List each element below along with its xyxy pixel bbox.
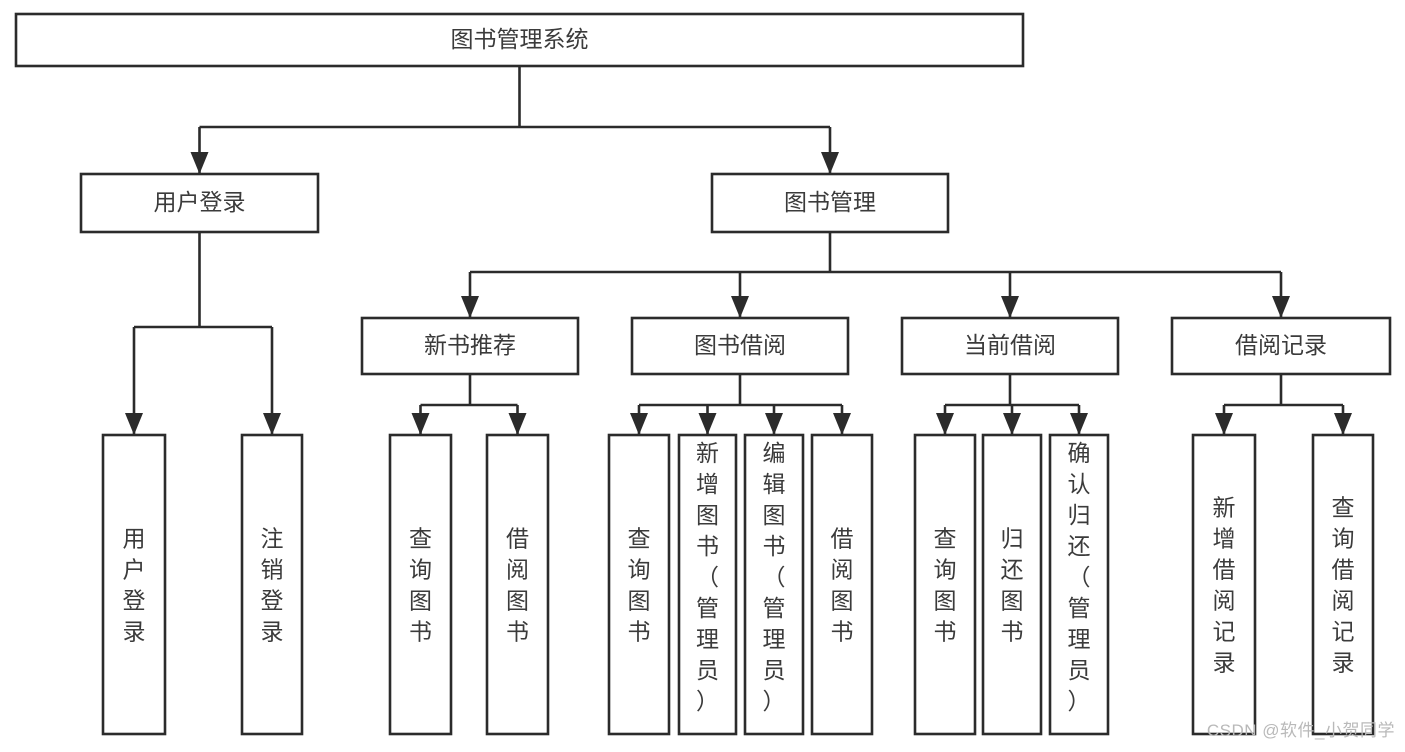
arrow-head-icon xyxy=(411,413,430,435)
node-box xyxy=(900,316,1120,376)
node-label: 编辑图书（管理员） xyxy=(763,440,786,714)
node-box xyxy=(810,433,874,736)
arrow-head-icon xyxy=(1070,413,1088,435)
arrow-head-icon xyxy=(1001,296,1019,318)
node-borrow-record[interactable]: 借阅记录 xyxy=(1170,316,1392,376)
arrow-head-icon xyxy=(1215,413,1233,435)
arrow-head-icon xyxy=(821,152,839,174)
node-root[interactable]: 图书管理系统 xyxy=(14,12,1025,68)
node-label: 归还图书 xyxy=(1001,526,1024,645)
node-box xyxy=(743,433,805,736)
node-new-book-recommend[interactable]: 新书推荐 xyxy=(360,316,580,376)
arrow-head-icon xyxy=(1003,413,1021,435)
node-leaf-add-record[interactable]: 新增借阅记录 xyxy=(1191,433,1257,736)
arrow-head-icon xyxy=(508,413,527,435)
node-leaf-user-login[interactable]: 用户登录 xyxy=(101,433,167,736)
node-layer: 图书管理系统用户登录图书管理新书推荐图书借阅当前借阅借阅记录用户登录注销登录查询… xyxy=(14,12,1392,736)
node-label: 图书管理 xyxy=(784,189,876,215)
node-label: 查询图书 xyxy=(628,526,651,645)
node-book-borrow[interactable]: 图书借阅 xyxy=(630,316,850,376)
node-label: 图书管理系统 xyxy=(451,26,589,52)
node-box xyxy=(607,433,671,736)
node-label: 借阅图书 xyxy=(506,526,529,645)
node-leaf-confirm-return[interactable]: 确认归还（管理员） xyxy=(1048,433,1110,736)
node-leaf-query-book-2[interactable]: 查询图书 xyxy=(607,433,671,736)
arrow-head-icon xyxy=(630,413,648,435)
arrow-head-icon xyxy=(125,413,143,435)
node-box xyxy=(360,316,580,376)
node-box xyxy=(240,433,304,736)
node-label: 查询图书 xyxy=(409,526,432,645)
node-label: 借阅图书 xyxy=(831,526,854,645)
node-label: 新增图书（管理员） xyxy=(696,440,719,714)
node-label: 查询图书 xyxy=(934,526,957,645)
arrow-head-icon xyxy=(263,413,281,435)
node-box xyxy=(710,172,950,234)
node-current-borrow[interactable]: 当前借阅 xyxy=(900,316,1120,376)
node-box xyxy=(101,433,167,736)
node-label: 注销登录 xyxy=(261,526,284,645)
node-box xyxy=(677,433,738,736)
node-leaf-query-book-1[interactable]: 查询图书 xyxy=(388,433,453,736)
arrow-head-icon xyxy=(833,413,851,435)
node-user-login[interactable]: 用户登录 xyxy=(79,172,320,234)
node-box xyxy=(388,433,453,736)
node-box xyxy=(485,433,550,736)
arrow-head-icon xyxy=(936,413,954,435)
node-box xyxy=(1191,433,1257,736)
arrow-head-icon xyxy=(1334,413,1352,435)
arrow-head-icon xyxy=(765,413,783,435)
node-box xyxy=(630,316,850,376)
node-label: 用户登录 xyxy=(154,189,246,215)
node-leaf-add-book[interactable]: 新增图书（管理员） xyxy=(677,433,738,736)
node-leaf-borrow-book-2[interactable]: 借阅图书 xyxy=(810,433,874,736)
node-box xyxy=(1170,316,1392,376)
node-leaf-user-logout[interactable]: 注销登录 xyxy=(240,433,304,736)
node-label: 用户登录 xyxy=(123,526,146,645)
node-box xyxy=(79,172,320,234)
node-label: 新增借阅记录 xyxy=(1213,495,1236,676)
node-label: 确认归还（管理员） xyxy=(1068,440,1091,714)
node-label: 当前借阅 xyxy=(964,332,1056,358)
node-box xyxy=(1311,433,1375,736)
node-label: 图书借阅 xyxy=(694,332,786,358)
node-label: 查询借阅记录 xyxy=(1332,495,1355,676)
node-leaf-borrow-book-1[interactable]: 借阅图书 xyxy=(485,433,550,736)
arrow-head-icon xyxy=(731,296,749,318)
arrow-head-icon xyxy=(461,296,479,318)
edge-layer xyxy=(125,66,1352,435)
node-box xyxy=(1048,433,1110,736)
arrow-head-icon xyxy=(190,152,209,174)
node-book-manage[interactable]: 图书管理 xyxy=(710,172,950,234)
node-box xyxy=(981,433,1043,736)
node-leaf-query-book-3[interactable]: 查询图书 xyxy=(913,433,977,736)
node-leaf-query-record[interactable]: 查询借阅记录 xyxy=(1311,433,1375,736)
node-label: 新书推荐 xyxy=(424,332,516,358)
node-label: 借阅记录 xyxy=(1235,332,1327,358)
watermark-text: CSDN @软件_小贺同学 xyxy=(1206,721,1395,740)
arrow-head-icon xyxy=(1272,296,1290,318)
node-box xyxy=(913,433,977,736)
arrow-head-icon xyxy=(698,413,717,435)
node-leaf-edit-book[interactable]: 编辑图书（管理员） xyxy=(743,433,805,736)
node-leaf-return-book[interactable]: 归还图书 xyxy=(981,433,1043,736)
node-box xyxy=(14,12,1025,68)
